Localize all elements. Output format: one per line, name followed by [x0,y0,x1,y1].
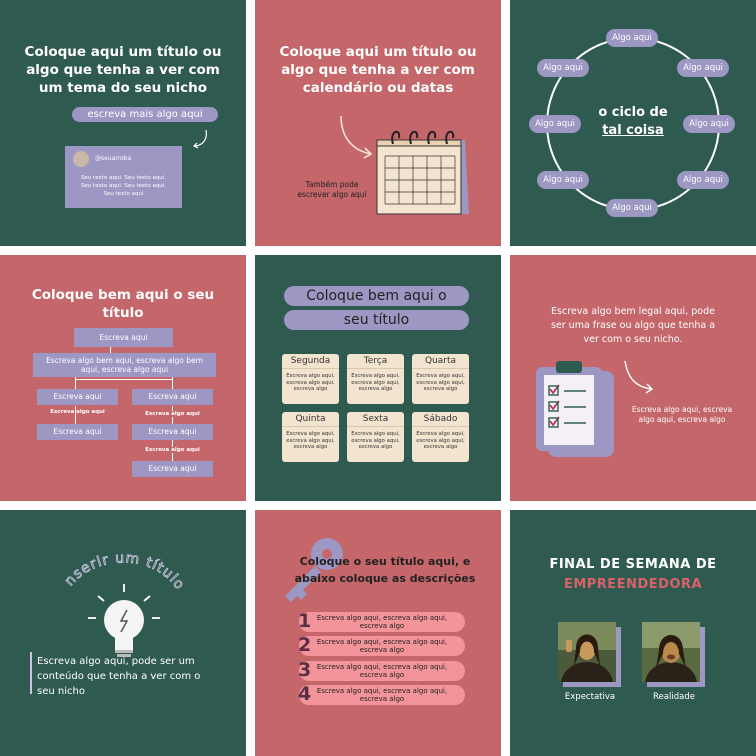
tile5-title-line2: seu título [343,312,410,328]
org-wide-box: Escreva algo bem aqui, escreva algo bem … [33,353,216,377]
tile6-text: Escreva algo bem legal aqui, pode ser um… [550,306,716,345]
title-pill-2 [284,310,469,330]
template-tile-7[interactable]: Inserir um título Escreva algo aqui, pod… [0,510,246,756]
step-4: Escreva algo aqui, escreva algo aqui,esc… [299,685,465,705]
connector-line [75,406,76,424]
title-pill-1 [284,286,469,306]
social-post-card: @seuarroba Seu texto aqui. Seu texto aqu… [65,146,182,208]
arrow-icon [624,360,654,394]
cycle-item-top-left: Algo aqui [537,59,589,77]
tile9-title-line2: EMPREENDEDORA [563,577,703,592]
calendar-icon [376,130,469,215]
step-2: Escreva algo aqui, escreva algo aqui,esc… [299,636,465,656]
cycle-item-top: Algo aqui [606,29,658,47]
tile6-note: Escreva algo aqui, escreva algo aqui, es… [631,405,733,424]
tile7-text: Escreva algo aqui, pode ser um conteúdo … [37,656,201,697]
clipboard-icon [536,361,614,457]
tile2-note: Também pode escrever algo aqui [297,180,367,199]
template-tile-1[interactable]: Coloque aqui um título ou algo que tenha… [0,0,246,246]
day-card-quinta: Quinta Escreva algo aqui,escreva algo aq… [282,412,339,462]
key-icon [285,538,343,602]
arrow-icon [340,115,373,159]
svg-text:Inserir um título: Inserir um título [0,510,188,593]
tile1-pill: escreva mais algo aqui [72,107,218,122]
cycle-item-bottom: Algo aqui [606,199,658,217]
day-card-sexta: Sexta Escreva algo aqui,escreva algo aqu… [347,412,404,462]
cycle-item-left: Algo aqui [529,115,581,133]
tile8-title: Coloque o seu título aqui, e abaixo colo… [294,555,476,585]
step-number: 1 [298,610,312,632]
day-card-sabado: Sábado Escreva algo aqui,escreva algo aq… [412,412,469,462]
reality-image [642,622,700,682]
tile2-title: Coloque aqui um título ou algo que tenha… [279,44,477,96]
org-left-box-2: Escreva aqui [37,424,118,440]
day-card-terca: Terça Escreva algo aqui,escreva algo aqu… [347,354,404,404]
tile9-title-line1: FINAL DE SEMANA DE [549,557,717,572]
template-tile-5[interactable]: Coloque bem aqui o seu título Segunda Es… [255,255,501,501]
step-number: 4 [298,683,312,705]
expectation-image [558,622,616,682]
tile4-title: Coloque bem aqui o seu título [31,287,215,321]
org-right-box-3: Escreva aqui [132,461,213,477]
connector-line [75,379,173,380]
caption-expectation: Expectativa [564,692,616,702]
org-right-box-1: Escreva aqui [132,389,213,405]
cycle-item-top-right: Algo aqui [677,59,729,77]
step-number: 3 [298,659,312,681]
connector-line [172,377,173,390]
org-left-label: Escreva algo aqui [50,409,105,415]
post-text: Seu texto aqui. Seu texto aqui. Seu text… [80,175,167,197]
org-root-box: Escreva aqui [74,328,173,347]
arc-title: Inserir um título [0,510,188,594]
accent-bar [30,652,32,694]
template-tile-6[interactable]: Escreva algo bem legal aqui, pode ser um… [510,255,756,501]
cycle-item-bottom-left: Algo aqui [537,171,589,189]
template-tile-2[interactable]: Coloque aqui um título ou algo que tenha… [255,0,501,246]
handle: @seuarroba [95,155,132,162]
tile5-title-line1: Coloque bem aqui o [306,288,447,304]
template-tile-4[interactable]: Coloque bem aqui o seu título Escreva aq… [0,255,246,501]
arrow-icon [192,129,207,149]
tile1-title: Coloque aqui um título ou algo que tenha… [24,44,222,96]
template-tile-9[interactable]: FINAL DE SEMANA DE EMPREENDEDORA Expecta… [510,510,756,756]
org-right-label-2: Escreva algo aqui [132,447,213,453]
connector-line [110,347,111,353]
org-right-box-2: Escreva aqui [132,424,213,440]
connector-line [75,377,76,390]
cycle-item-bottom-right: Algo aqui [677,171,729,189]
org-left-box-1: Escreva aqui [37,389,118,405]
avatar [73,151,89,167]
step-number: 2 [298,634,312,656]
cycle-center-label: o ciclo de tal coisa [598,105,668,138]
caption-reality: Realidade [653,692,695,702]
org-right-label-1: Escreva algo aqui [132,411,213,417]
step-1: Escreva algo aqui, escreva algo aqui,esc… [299,612,465,632]
template-tile-3[interactable]: o ciclo de tal coisa Algo aqui Algo aqui… [510,0,756,246]
step-3: Escreva algo aqui, escreva algo aqui,esc… [299,661,465,681]
day-card-quarta: Quarta Escreva algo aqui,escreva algo aq… [412,354,469,404]
template-tile-8[interactable]: Coloque o seu título aqui, e abaixo colo… [255,510,501,756]
lightbulb-icon [88,584,160,657]
cycle-item-right: Algo aqui [683,115,735,133]
day-card-segunda: Segunda Escreva algo aqui,escreva algo a… [282,354,339,404]
